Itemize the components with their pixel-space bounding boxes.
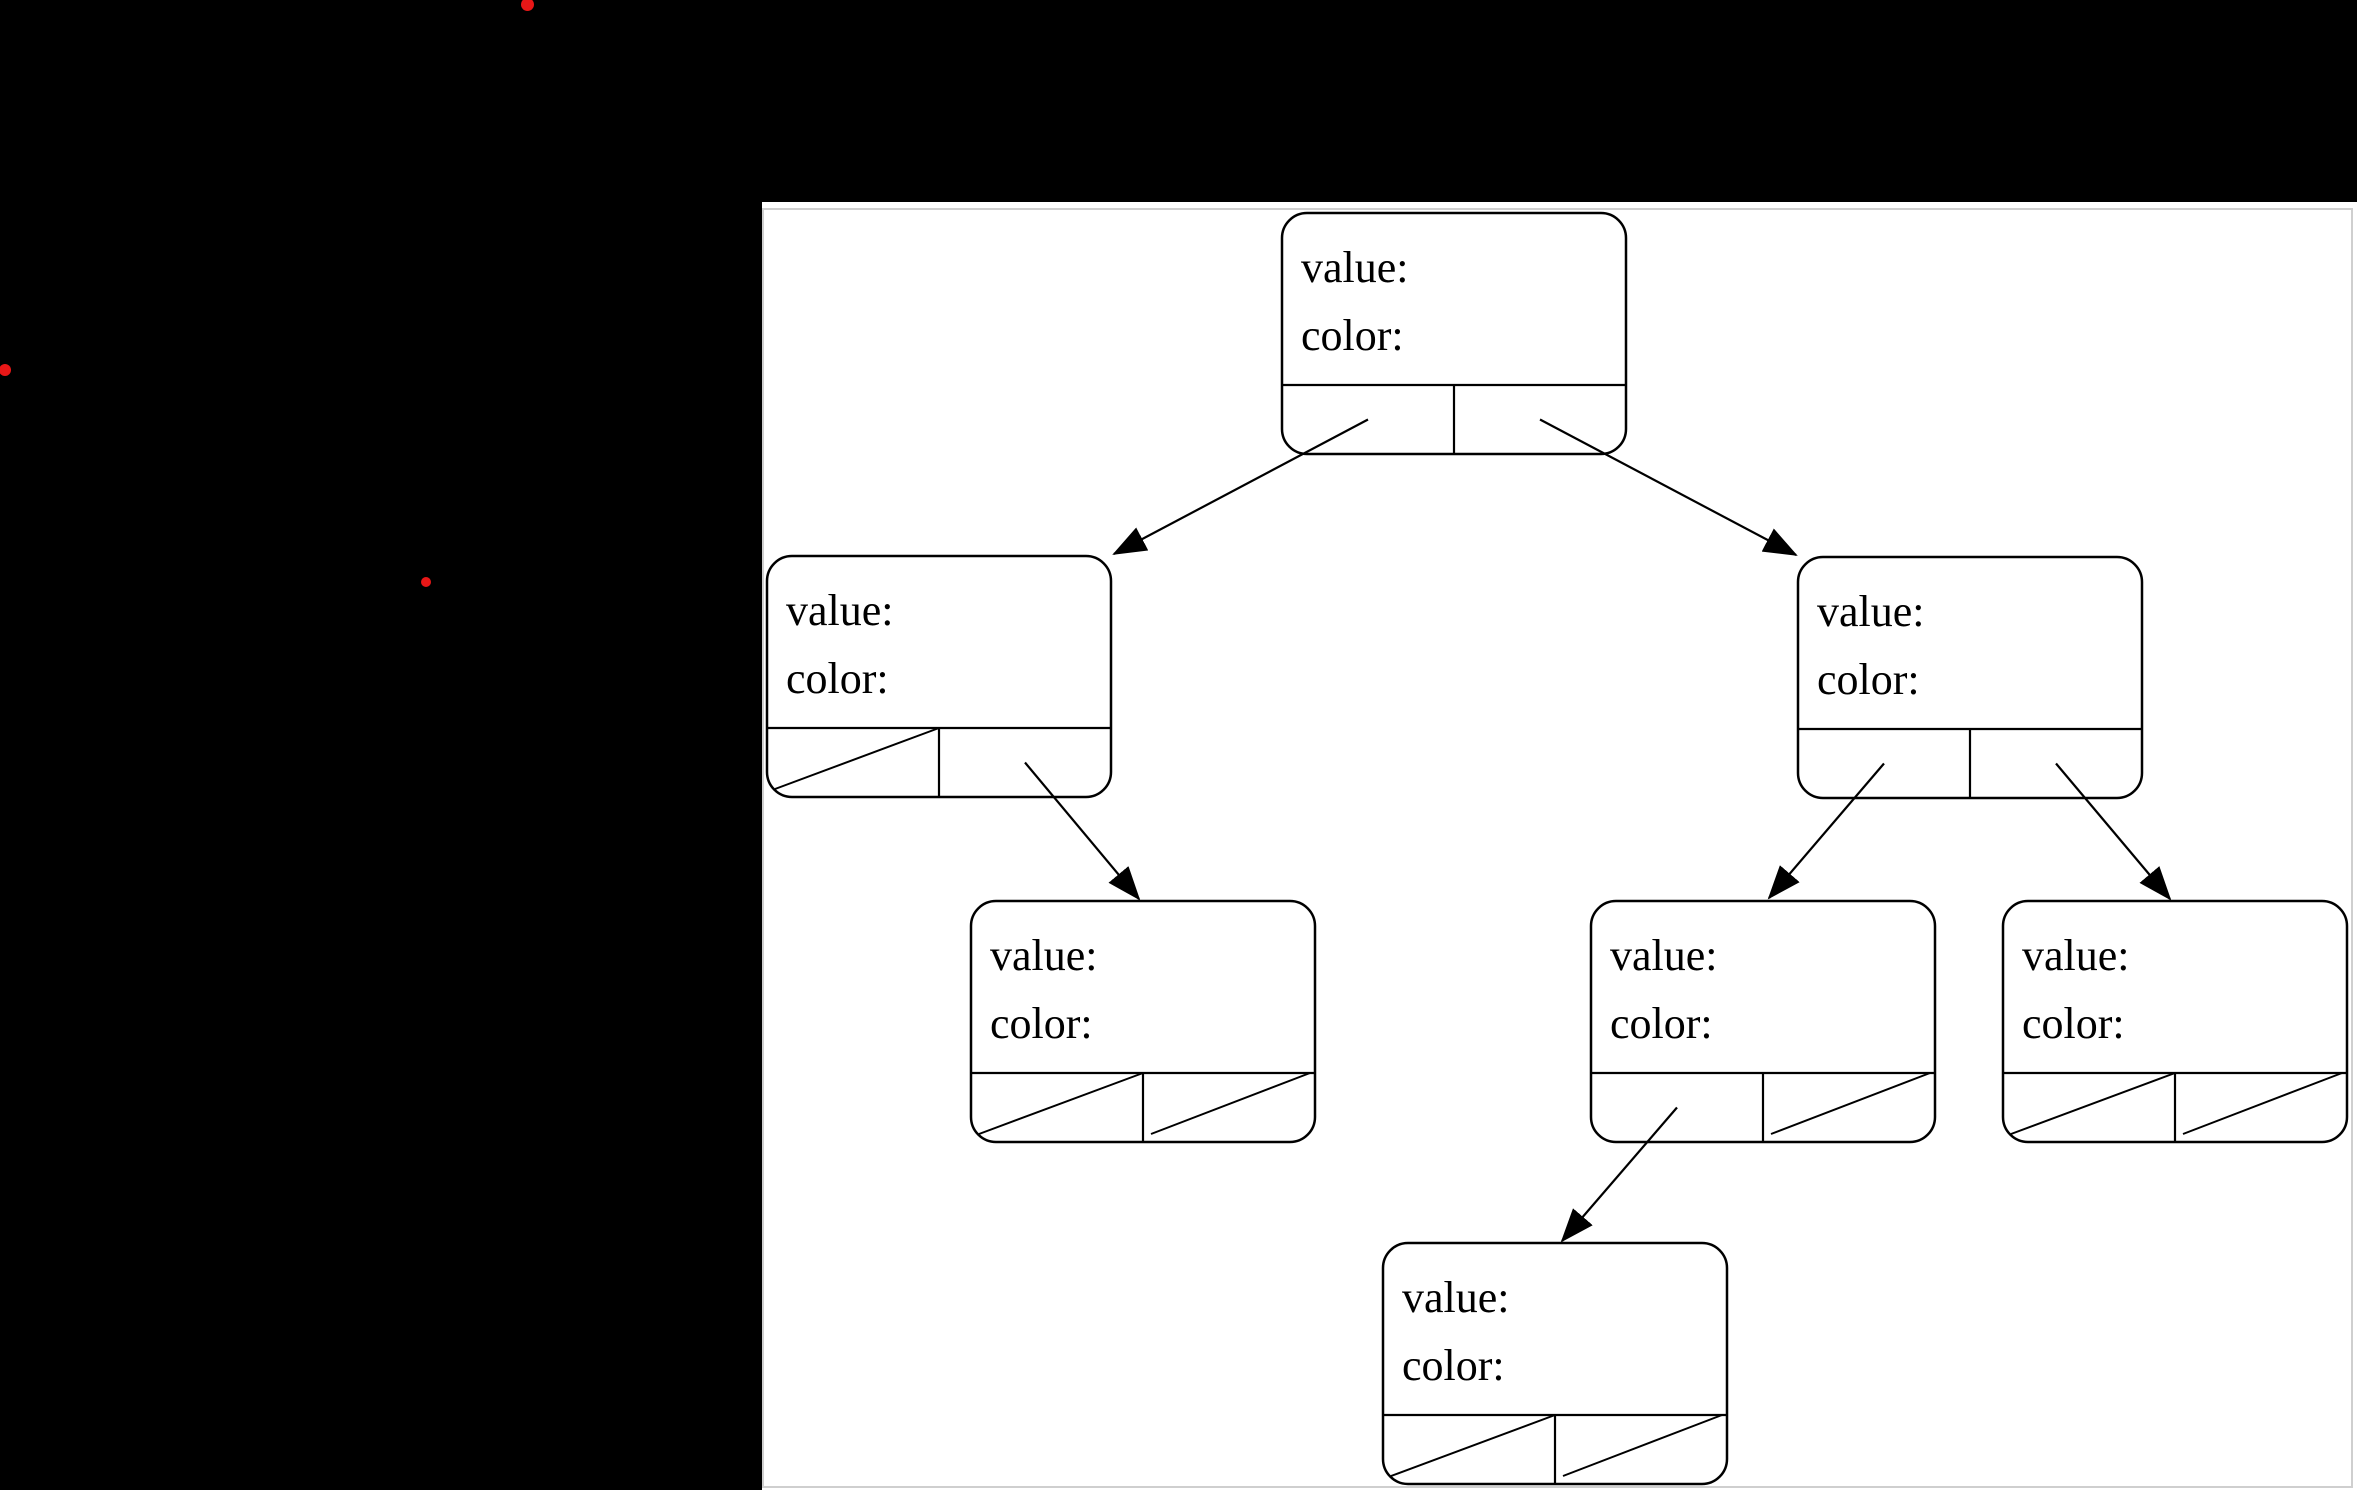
node-value-label: value: xyxy=(1610,931,1718,980)
tree-node-right-left-left-child[interactable]: value: color: xyxy=(1381,1241,1729,1486)
node-color-label: color: xyxy=(990,999,1093,1048)
red-dot-top xyxy=(521,0,534,11)
node-color-label: color: xyxy=(786,654,889,703)
tree-node-right-child[interactable]: value: color: xyxy=(1796,555,2144,800)
node-color-label: color: xyxy=(2022,999,2125,1048)
node-value-label: value: xyxy=(2022,931,2130,980)
null-pointer-diagonal-right xyxy=(1770,1072,1931,1135)
edge-right-child-left-to-right-left-child[interactable] xyxy=(1767,762,1885,900)
edge-root-right-to-right-child[interactable] xyxy=(1539,418,1798,556)
null-pointer-diagonal-left xyxy=(774,727,940,790)
tree-node-left-right-child[interactable]: value: color: xyxy=(969,899,1317,1144)
null-pointer-diagonal-left xyxy=(2010,1072,2176,1135)
node-color-label: color: xyxy=(1301,311,1404,360)
null-pointer-diagonal-left xyxy=(1390,1414,1556,1477)
tree-node-root[interactable]: value: color: xyxy=(1280,211,1628,456)
edge-root-left-to-left-child[interactable] xyxy=(1112,418,1369,555)
tree-diagram-canvas: value: color: value: color: value: color… xyxy=(765,211,2349,1486)
null-pointer-diagonal-right xyxy=(2182,1072,2343,1135)
diagram-panel: value: color: value: color: value: color… xyxy=(762,202,2357,1490)
node-value-label: value: xyxy=(786,586,894,635)
node-value-label: value: xyxy=(1817,587,1925,636)
null-pointer-diagonal-right xyxy=(1562,1414,1723,1477)
node-value-label: value: xyxy=(990,931,1098,980)
node-value-label: value: xyxy=(1301,243,1409,292)
red-dot-middle xyxy=(421,577,431,587)
node-color-label: color: xyxy=(1610,999,1713,1048)
red-dot-left xyxy=(0,364,11,376)
edge-left-child-right-to-left-right-child[interactable] xyxy=(1024,761,1141,901)
tree-node-right-right-child[interactable]: value: color: xyxy=(2001,899,2349,1144)
node-color-label: color: xyxy=(1817,655,1920,704)
null-pointer-diagonal-left xyxy=(978,1072,1144,1135)
node-color-label: color: xyxy=(1402,1341,1505,1390)
null-pointer-diagonal-right xyxy=(1150,1072,1311,1135)
edge-right-left-child-left-to-bottom-child[interactable] xyxy=(1560,1106,1678,1243)
tree-node-right-left-child[interactable]: value: color: xyxy=(1589,899,1937,1144)
tree-node-left-child[interactable]: value: color: xyxy=(765,554,1113,799)
edge-right-child-right-to-right-right-child[interactable] xyxy=(2055,762,2172,901)
node-value-label: value: xyxy=(1402,1273,1510,1322)
